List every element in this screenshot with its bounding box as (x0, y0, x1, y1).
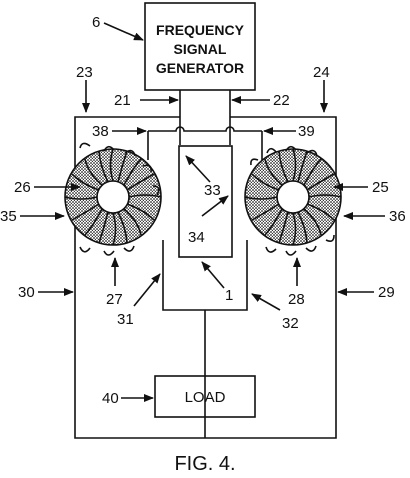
ref-28: 28 (288, 291, 305, 308)
left-toroid (64, 142, 162, 256)
ref-23: 23 (76, 64, 93, 81)
ref-33: 33 (204, 182, 221, 199)
reference-numerals: 6 21 22 23 24 38 39 26 25 35 36 33 34 27… (0, 14, 406, 407)
ref-25: 25 (372, 179, 389, 196)
left-toroid-loops (79, 142, 160, 256)
ref-32: 32 (282, 315, 299, 332)
ref-29: 29 (378, 284, 395, 301)
ref-31: 31 (117, 311, 134, 328)
ref-38: 38 (92, 123, 109, 140)
generator-line-1: FREQUENCY (156, 22, 245, 38)
ref-35: 35 (0, 208, 17, 225)
ref-34: 34 (188, 229, 205, 246)
ref-21: 21 (114, 92, 131, 109)
load-box: LOAD (154, 375, 256, 418)
left-toroid-windings (64, 148, 162, 246)
figure-caption: FIG. 4. (174, 453, 235, 475)
ref-22: 22 (273, 92, 290, 109)
right-toroid-windings (244, 148, 342, 246)
generator-line-2: SIGNAL (174, 41, 227, 57)
ref-26: 26 (14, 179, 31, 196)
frequency-signal-generator: FREQUENCY SIGNAL GENERATOR (144, 2, 256, 91)
core-element (178, 145, 233, 258)
ref-36: 36 (389, 208, 406, 225)
ref-39: 39 (298, 123, 315, 140)
reference-arrows (20, 22, 385, 402)
generator-line-3: GENERATOR (156, 60, 244, 76)
ref-1: 1 (225, 287, 233, 304)
right-toroid-loops (250, 145, 335, 256)
generator-leads (179, 90, 231, 145)
ref-40: 40 (102, 390, 119, 407)
ref-24: 24 (313, 64, 330, 81)
load-label: LOAD (185, 389, 226, 406)
ref-6: 6 (92, 14, 100, 31)
right-toroid (244, 145, 342, 256)
ref-27: 27 (106, 291, 123, 308)
ref-30: 30 (18, 284, 35, 301)
